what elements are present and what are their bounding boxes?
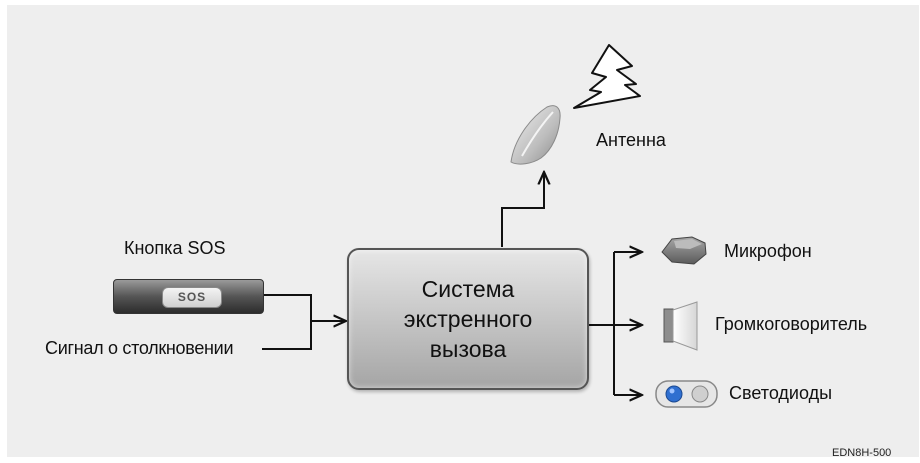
output-wires [585, 252, 642, 395]
central-box-line-3: вызова [429, 336, 507, 362]
speaker-icon [663, 301, 698, 351]
sos-button-icon: SOS [113, 279, 264, 314]
central-box-line-1: Система [421, 276, 515, 302]
antenna-icon [510, 105, 561, 165]
sos-key: SOS [162, 287, 222, 308]
central-box-line-2: экстренного [403, 306, 533, 332]
leds-label: Светодиоды [729, 383, 833, 403]
input-wires [262, 294, 346, 350]
collision-signal-label: Сигнал о столкновении [45, 338, 234, 358]
lightning-bolt-icon [573, 44, 641, 109]
figure-code: EDN8H-500 [832, 447, 892, 459]
antenna-wire [501, 172, 544, 247]
speaker-label: Громкоговоритель [715, 314, 868, 334]
led-indicator-icon [655, 380, 718, 408]
emergency-call-system-box: Система экстренного вызова [347, 248, 589, 390]
antenna-label: Антенна [596, 130, 666, 150]
microphone-icon [661, 236, 707, 265]
sos-button-label: Кнопка SOS [124, 238, 226, 258]
microphone-label: Микрофон [724, 241, 812, 261]
